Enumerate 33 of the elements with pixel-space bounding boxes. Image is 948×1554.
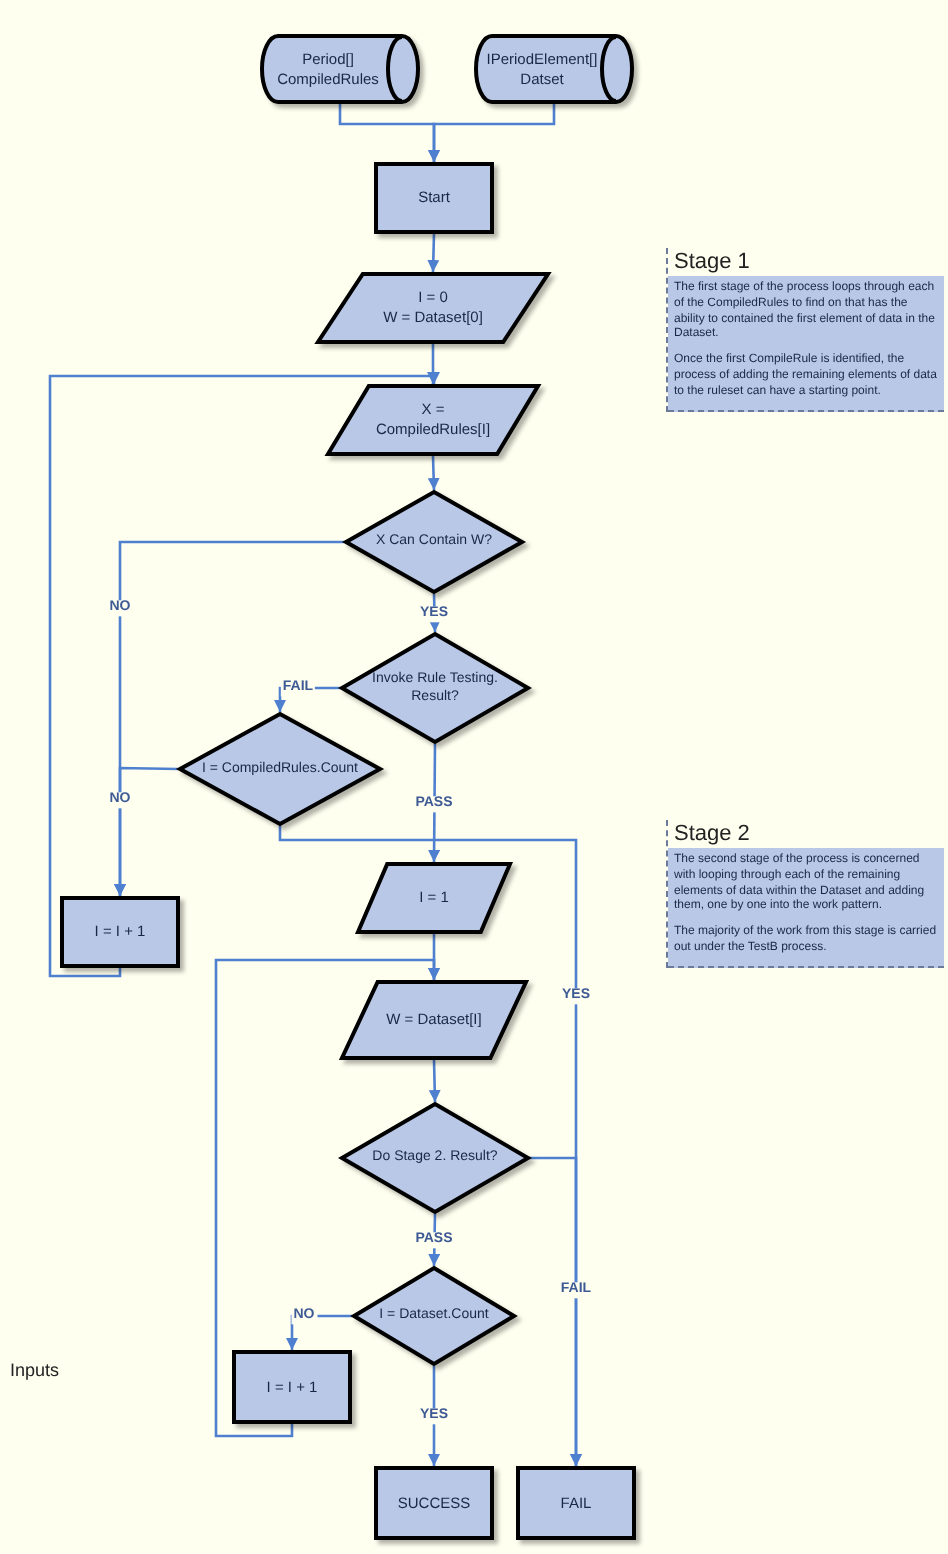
stage-heading: Stage 2 [672,820,750,848]
stage-heading: Stage 1 [672,248,750,276]
process-box [374,1466,494,1540]
note-callout [666,820,944,968]
process-box [60,896,180,968]
connector-arrow [214,958,440,1438]
connector-arrow [427,344,439,384]
data-store-cylinder [260,34,420,104]
connector-arrow [428,1213,441,1267]
connector-arrow [427,455,440,491]
note-callout [666,248,944,412]
connector-arrow [530,1156,582,1466]
connector-arrow [428,744,441,862]
connector-arrow [428,1059,441,1103]
connector-arrow [427,233,440,273]
side-label: Inputs [10,1360,60,1380]
decision-diamond [352,1266,516,1366]
decision-diamond [340,632,530,744]
connector-arrow [428,1366,440,1466]
connector-arrow [428,104,556,162]
process-box [516,1466,636,1540]
io-parallelogram [340,980,528,1060]
connector-arrow [48,372,440,978]
process-box [374,162,494,234]
decision-diamond [178,712,382,826]
io-parallelogram [356,862,512,934]
io-parallelogram [326,384,540,456]
data-store-cylinder [474,34,634,104]
decision-diamond [344,490,524,594]
process-box [232,1350,352,1424]
connector-arrow [114,766,179,896]
decision-diamond [340,1102,530,1214]
io-parallelogram [316,272,550,344]
